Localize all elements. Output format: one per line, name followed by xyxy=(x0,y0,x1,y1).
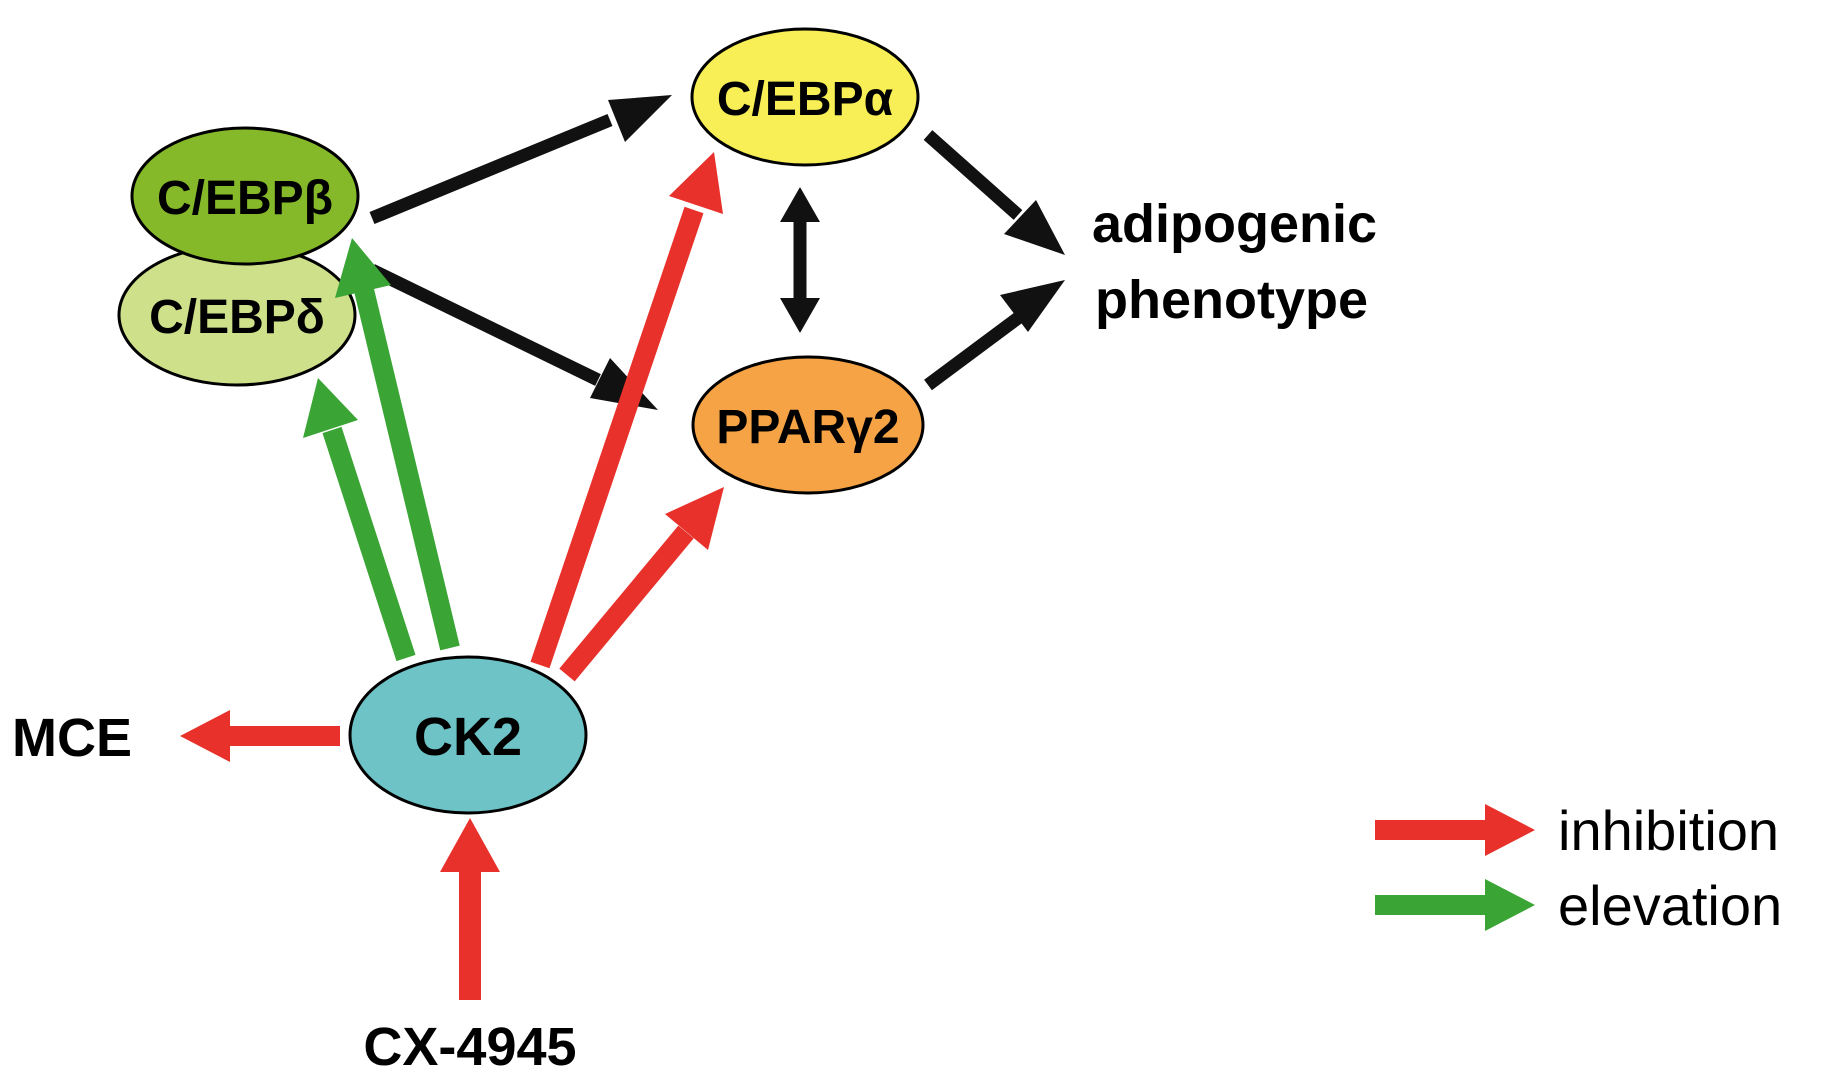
legend-item-elevation: elevation xyxy=(1375,874,1782,937)
arrow-cx4945-to-ck2 xyxy=(440,818,500,1000)
cebp-delta-label: C/EBPδ xyxy=(149,291,325,344)
node-ppar-gamma2: PPARγ2 xyxy=(691,355,925,495)
arrow-ck2-to-mce xyxy=(180,710,340,762)
cebp-beta-label: C/EBPβ xyxy=(157,172,333,225)
legend-inhibition-arrow xyxy=(1375,804,1535,856)
node-cebp-delta: C/EBPδ xyxy=(117,243,357,387)
outcome-label-line1: adipogenic xyxy=(1092,194,1377,254)
ck2-label: CK2 xyxy=(414,707,522,767)
elevation-arrows xyxy=(303,238,460,662)
ck2-ellipse xyxy=(348,655,588,815)
inhibition-arrows xyxy=(180,152,724,1000)
arrow-ck2-to-cebp-alpha xyxy=(530,152,723,669)
legend-inhibition-label: inhibition xyxy=(1558,799,1779,862)
node-ck2: CK2 xyxy=(348,655,588,815)
ppar-gamma2-ellipse xyxy=(691,355,925,495)
arrow-ck2-to-cebp-beta xyxy=(335,238,460,651)
arrow-ppar-gamma2-to-phenotype xyxy=(924,280,1065,391)
node-cebp-alpha: C/EBPα xyxy=(690,27,920,167)
legend-item-inhibition: inhibition xyxy=(1375,799,1779,862)
cebp-alpha-ellipse xyxy=(690,27,920,167)
node-cebp-beta: C/EBPβ xyxy=(130,126,360,266)
cebp-alpha-label: C/EBPα xyxy=(717,73,894,126)
legend: inhibition elevation xyxy=(1375,799,1782,937)
arrow-cebp-delta-to-ppar-gamma2 xyxy=(369,264,658,410)
arrow-cebp-beta-to-cebp-alpha xyxy=(369,95,672,225)
arrow-ck2-to-cebp-delta xyxy=(303,378,416,662)
arrow-ck2-to-ppar-gamma2 xyxy=(559,487,724,682)
legend-elevation-arrow xyxy=(1375,879,1535,931)
outcome-label-line2: phenotype xyxy=(1095,270,1368,330)
cebp-beta-ellipse xyxy=(130,126,360,266)
ppar-gamma2-label: PPARγ2 xyxy=(716,401,899,454)
legend-elevation-label: elevation xyxy=(1558,874,1782,937)
drug-label: CX-4945 xyxy=(363,1017,576,1077)
mce-label: MCE xyxy=(12,708,132,768)
arrow-cebp-alpha-to-phenotype xyxy=(923,130,1065,255)
arrow-cebp-alpha-ppar-gamma2-bidirectional xyxy=(780,187,820,333)
